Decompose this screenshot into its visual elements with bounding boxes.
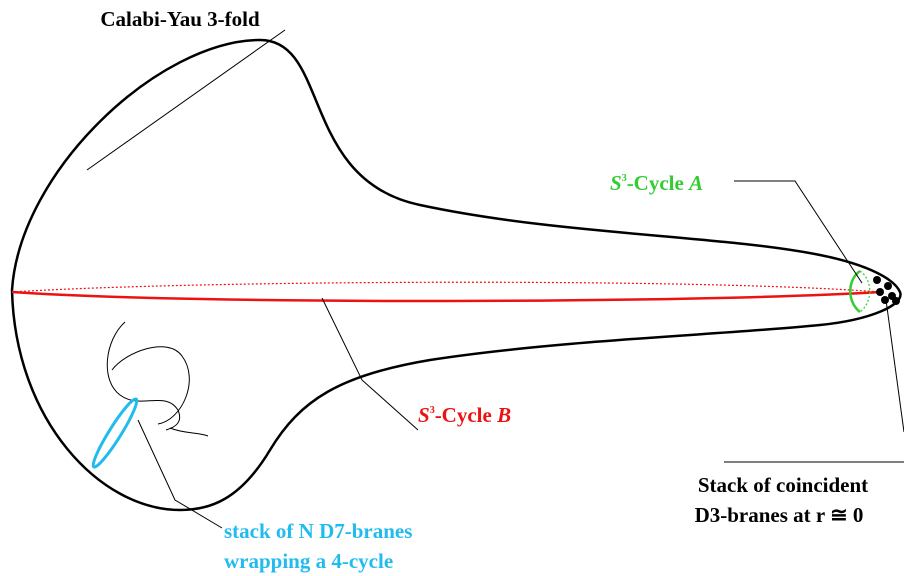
cycle-a-leader-line	[734, 180, 863, 284]
d7-four-cycle	[91, 397, 139, 469]
d3-brane-dot	[892, 297, 900, 305]
d3-brane-dot	[873, 276, 881, 284]
cycle-a-label: S3-Cycle A	[610, 171, 703, 195]
handle-tail-curve	[169, 427, 209, 437]
d7-label-line-2: wrapping a 4-cycle	[224, 549, 393, 573]
d3-label-line-2: D3-branes at r ≅ 0	[695, 503, 864, 527]
d7-label-line-1: stack of N D7-branes	[224, 519, 412, 543]
diagram-title: Calabi-Yau 3-fold	[100, 7, 260, 31]
calabi-yau-outline	[10, 38, 902, 512]
d3-label-line-1: Stack of coincident	[698, 473, 868, 497]
cycle-b-label: S3-Cycle B	[418, 403, 511, 427]
d7-leader-line	[137, 419, 223, 529]
d3-leader-line	[885, 299, 904, 433]
cycle-a-front-arc	[849, 269, 861, 313]
d3-brane-dot	[884, 282, 892, 290]
title-leader-line	[86, 29, 286, 171]
handle-outer-curve	[111, 346, 190, 425]
cycle-b-leader-line	[321, 297, 419, 431]
cycle-b-front-arc	[11, 290, 881, 303]
cycle-b-back-arc	[11, 281, 881, 293]
d3-brane-dot	[881, 296, 889, 304]
d3-brane-dot	[876, 288, 884, 296]
d3-brane-stack	[873, 276, 900, 305]
handle-inner-curve	[106, 321, 181, 431]
